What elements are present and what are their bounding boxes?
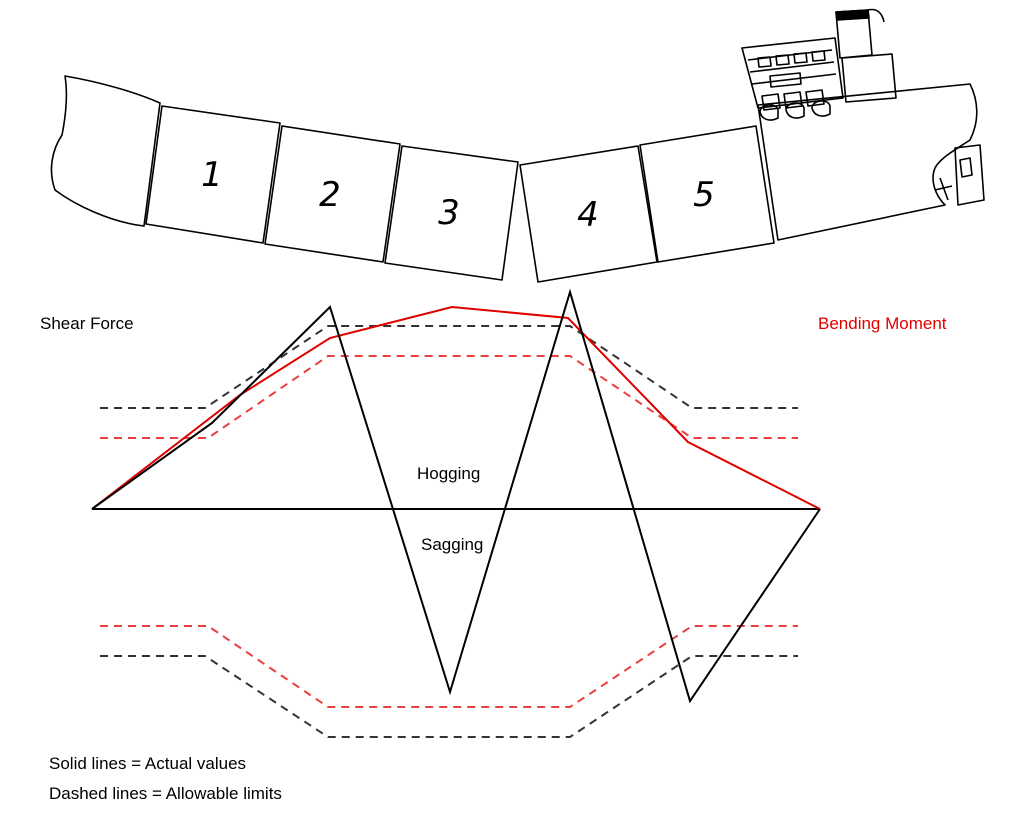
hold-4-outline [519, 145, 658, 283]
shear-force-curve [91, 288, 821, 704]
shear-limit-upper [100, 325, 798, 409]
shear-force-label: Shear Force [40, 314, 134, 333]
hold-1-outline [145, 105, 281, 244]
hold-5-number: 5 [693, 175, 715, 215]
superstructure [741, 37, 844, 109]
bending-limit-lower [100, 625, 798, 708]
bending-moment-label: Bending Moment [818, 314, 947, 333]
legend-dashed: Dashed lines = Allowable limits [49, 784, 282, 803]
hold-5-outline [639, 125, 775, 263]
legend-solid: Solid lines = Actual values [49, 754, 247, 773]
hold-2-number: 2 [319, 175, 341, 215]
hold-2-outline [264, 125, 401, 263]
shear-limit-lower [100, 655, 798, 738]
sagging-label: Sagging [421, 535, 484, 554]
hold-1-number: 1 [201, 155, 223, 195]
hold-3-number: 3 [438, 193, 460, 233]
bow-section [50, 75, 161, 227]
rudder [954, 144, 985, 206]
hold-3-outline [384, 145, 519, 281]
stern-section [757, 83, 978, 241]
bending-limit-upper [100, 355, 798, 439]
hold-4-number: 4 [577, 195, 599, 235]
hogging-label: Hogging [417, 464, 481, 483]
